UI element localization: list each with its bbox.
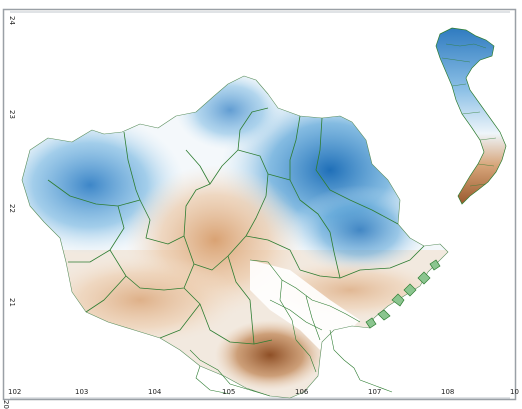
inset-country xyxy=(435,27,507,205)
figure-border xyxy=(2,8,517,401)
x-tick-label: 104 xyxy=(148,388,162,396)
x-tick-label: 106 xyxy=(295,388,309,396)
province-boundaries xyxy=(21,75,449,399)
y-tick-label: 21 xyxy=(8,298,16,307)
y-tick-label: 20 xyxy=(2,400,10,409)
delta-boundaries xyxy=(189,259,393,397)
y-tick-label: 23 xyxy=(8,110,16,119)
x-tick-label: 103 xyxy=(75,388,88,396)
x-axis: 102 103 104 105 106 107 108 10 xyxy=(8,388,519,396)
x-tick-label: 102 xyxy=(8,388,21,396)
x-tick-label: 107 xyxy=(368,388,381,396)
coastal-islands xyxy=(365,259,441,329)
y-axis: 24 23 22 21 20 xyxy=(2,16,16,409)
y-tick-label: 22 xyxy=(8,204,16,213)
x-tick-label: 108 xyxy=(441,388,454,396)
y-tick-label: 24 xyxy=(8,16,16,25)
main-map xyxy=(21,75,449,399)
x-tick-label: 105 xyxy=(222,388,235,396)
x-tick-label: 10 xyxy=(510,388,519,396)
inset-map xyxy=(435,27,507,205)
